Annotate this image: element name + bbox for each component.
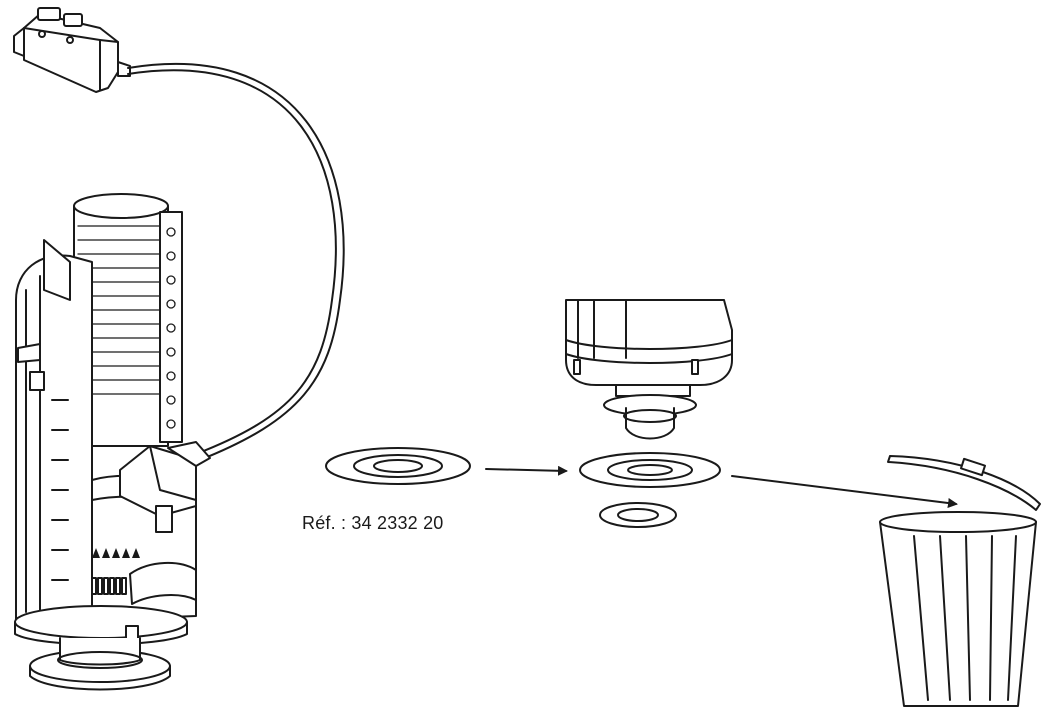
valve-base-icon — [565, 299, 733, 440]
flush-valve-icon — [14, 193, 211, 691]
arrow-right-icon — [731, 475, 958, 508]
trash-bin-icon — [879, 455, 1041, 707]
arrow-right-icon — [485, 465, 568, 476]
remote-control-icon — [13, 7, 345, 461]
seal-washer-icon — [325, 447, 471, 485]
reference-label: Réf. : 34 2332 20 — [302, 513, 444, 533]
old-seal-washers-icon — [579, 452, 721, 528]
